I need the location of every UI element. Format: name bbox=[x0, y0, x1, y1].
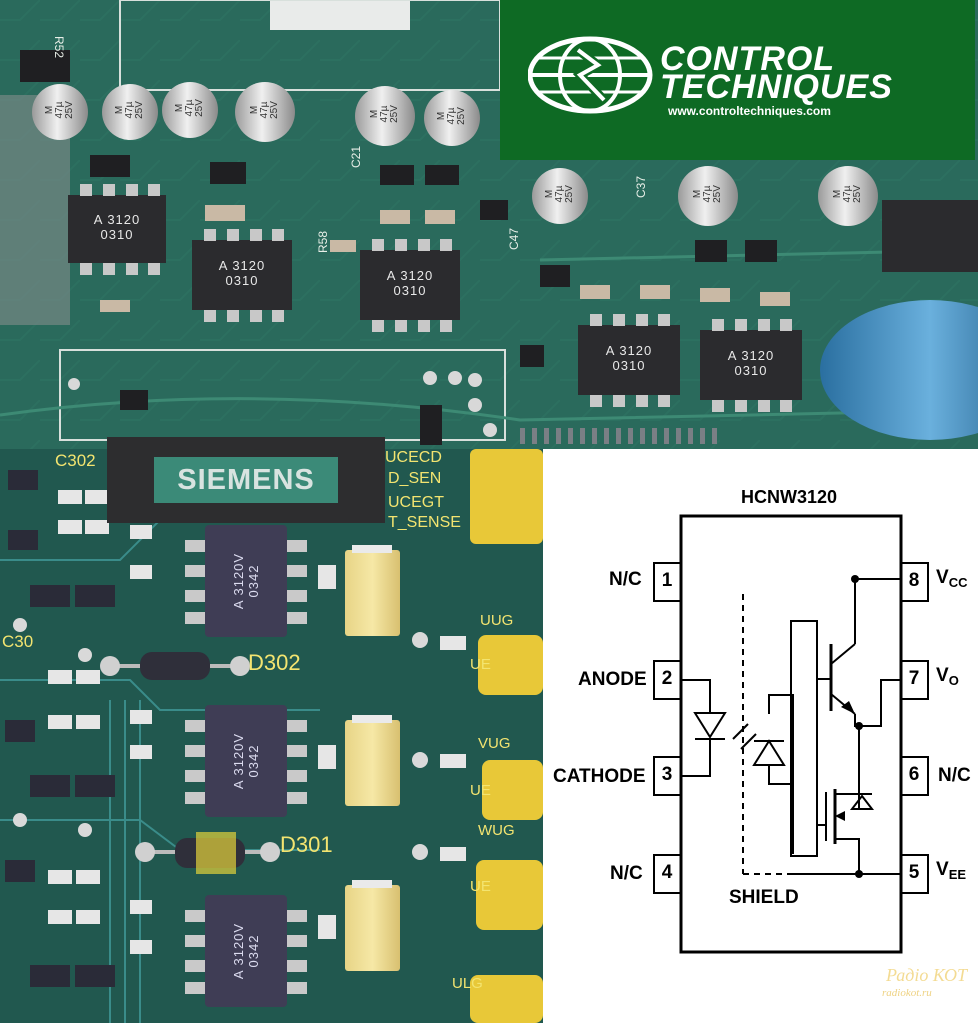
control-techniques-logo: CONTROL TECHNIQUES www.controltechniques… bbox=[500, 0, 975, 160]
silk-d302: D302 bbox=[248, 650, 301, 675]
ic-marking-3: A 3120 0310 bbox=[386, 268, 434, 298]
ct-brand-line1: CONTROL bbox=[660, 40, 836, 78]
diagram-title: HCNW3120 bbox=[741, 487, 838, 507]
pin1-number: 1 bbox=[661, 570, 673, 591]
silk-ucegt: UCEGT bbox=[388, 494, 444, 511]
silk-r52: R52 bbox=[52, 35, 67, 59]
globe-icon bbox=[528, 36, 653, 114]
pin7-label: VO bbox=[936, 665, 959, 688]
silk-wug: WUG bbox=[478, 822, 515, 839]
silk-vug: VUG bbox=[478, 735, 511, 752]
ic-marking-6: A 3120V 0342 bbox=[231, 552, 261, 610]
cap-print-9: M 47µ 25V bbox=[832, 185, 863, 203]
silk-ue-2: UE bbox=[470, 782, 491, 799]
yellow-connectors bbox=[470, 449, 543, 1023]
silk-ucecd: UCECD bbox=[385, 449, 442, 466]
cap-print-3: M 47µ 25V bbox=[174, 99, 205, 117]
pin2-label: ANODE bbox=[578, 669, 647, 690]
ic-marking-4: A 3120 0310 bbox=[605, 343, 653, 373]
pin5-number: 5 bbox=[908, 862, 920, 883]
pin8-label: VCC bbox=[936, 567, 968, 590]
silk-r58: R58 bbox=[316, 230, 331, 254]
ct-url: www.controltechniques.com bbox=[668, 104, 831, 118]
cap-print-1: M 47µ 25V bbox=[44, 101, 75, 119]
ic-package-bottom bbox=[205, 525, 287, 1007]
watermark-line1: Радіо КОТ bbox=[886, 965, 968, 985]
pin1-label: N/C bbox=[609, 569, 642, 590]
pinout-diagram: HCNW3120 N/C 1 ANODE 2 CATHODE 3 N/C 4 8… bbox=[543, 449, 978, 1023]
silk-c303: C30 bbox=[2, 632, 34, 651]
cap-print-7: M 47µ 25V bbox=[544, 185, 575, 203]
watermark-line2: radiokot.ru bbox=[882, 987, 932, 999]
pin5-label: VEE bbox=[936, 859, 967, 882]
pin2-number: 2 bbox=[661, 668, 673, 689]
ic-marking-8: A 3120V 0342 bbox=[231, 922, 261, 980]
pin4-number: 4 bbox=[661, 862, 673, 883]
ic-marking-5: A 3120 0310 bbox=[727, 348, 775, 378]
siemens-logo: SIEMENS bbox=[107, 437, 385, 523]
diodes bbox=[140, 652, 245, 874]
silk-d301: D301 bbox=[280, 832, 333, 857]
ic-marking-2: A 3120 0310 bbox=[218, 258, 266, 288]
blue-capacitor bbox=[820, 300, 978, 440]
pin3-number: 3 bbox=[661, 764, 673, 785]
silk-sense2: T_SENSE bbox=[388, 514, 461, 531]
schematic-drawing bbox=[653, 514, 929, 954]
ct-brand-line2: TECHNIQUES bbox=[660, 68, 893, 106]
cap-print-4: M 47µ 25V bbox=[249, 101, 280, 119]
silk-c21: C21 bbox=[349, 145, 364, 169]
cap-print-5: M 47µ 25V bbox=[369, 105, 400, 123]
cap-print-6: M 47µ 25V bbox=[436, 107, 467, 125]
tantalum-capacitors bbox=[345, 550, 400, 971]
silk-ue-3: UE bbox=[470, 878, 491, 895]
pin3-label: CATHODE bbox=[553, 766, 646, 787]
silk-sense1: D_SEN bbox=[388, 470, 442, 487]
silk-ue-1: UE bbox=[470, 656, 491, 673]
pin6-label: N/C bbox=[938, 765, 971, 786]
capacitor-row bbox=[32, 82, 878, 226]
pin7-number: 7 bbox=[908, 668, 920, 689]
shield-label: SHIELD bbox=[729, 887, 799, 908]
silk-c47: C47 bbox=[507, 227, 522, 251]
silk-ulg: ULG bbox=[452, 975, 483, 992]
cap-print-8: M 47µ 25V bbox=[692, 185, 723, 203]
pin6-number: 6 bbox=[908, 764, 920, 785]
ic-marking-7: A 3120V 0342 bbox=[231, 732, 261, 790]
pin4-label: N/C bbox=[610, 863, 643, 884]
ic-marking-1: A 3120 0310 bbox=[93, 212, 141, 242]
watermark: Радіо КОТ radiokot.ru bbox=[880, 965, 972, 1005]
siemens-wordmark: SIEMENS bbox=[177, 464, 315, 496]
silk-c302: C302 bbox=[55, 451, 96, 470]
pin8-number: 8 bbox=[908, 570, 920, 591]
silk-uug: UUG bbox=[480, 612, 514, 629]
silk-c37: C37 bbox=[634, 175, 649, 199]
ic-package-top bbox=[68, 195, 978, 400]
cap-print-2: M 47µ 25V bbox=[114, 101, 145, 119]
